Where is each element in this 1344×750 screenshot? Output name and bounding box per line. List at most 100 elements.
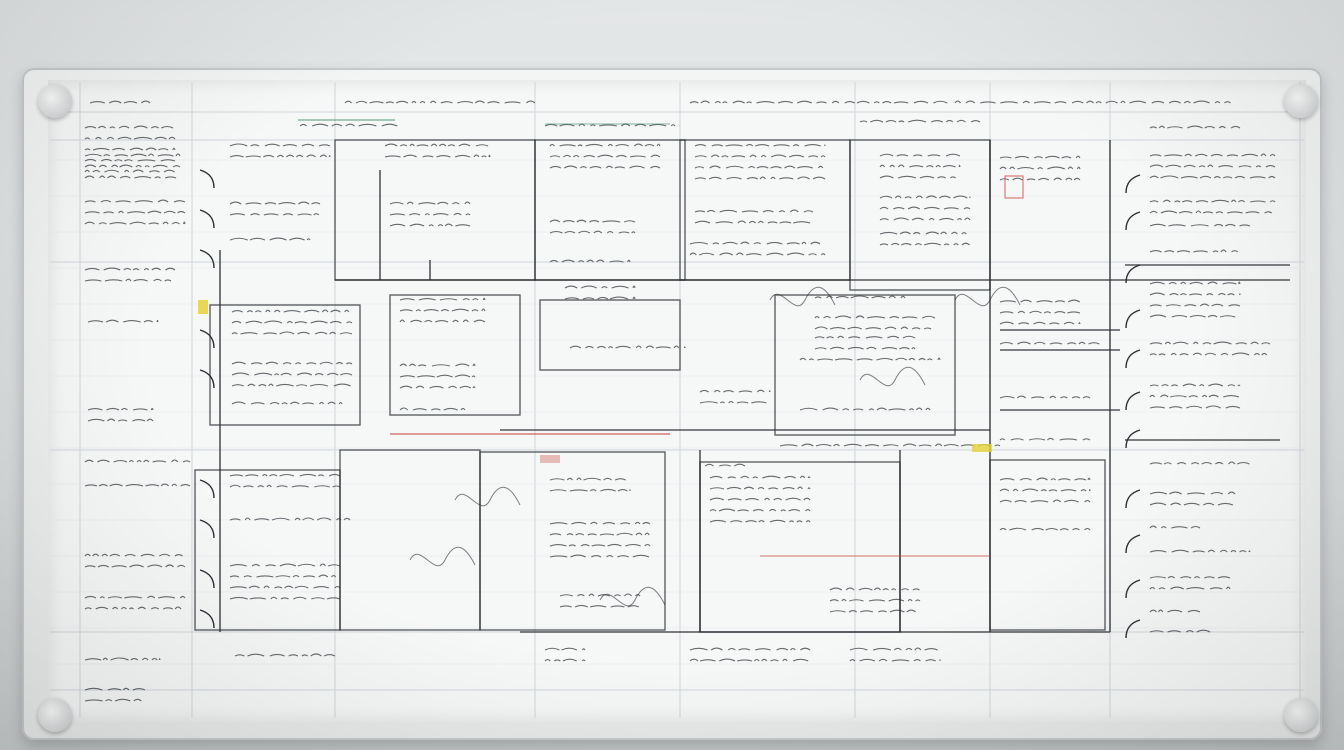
- handwriting-scribble: [1225, 405, 1241, 409]
- handwriting-scribble: [103, 211, 114, 214]
- handwriting-scribble: [949, 176, 957, 179]
- handwriting-scribble: [148, 170, 160, 173]
- handwriting-scribble: [1033, 321, 1046, 325]
- handwriting-scribble: [172, 165, 181, 168]
- handwriting-scribble: [549, 155, 561, 158]
- handwriting-scribble: [602, 220, 621, 223]
- handwriting-scribble: [562, 658, 577, 662]
- handwriting-scribble: [269, 653, 285, 657]
- handwriting-scribble: [713, 389, 721, 393]
- handwriting-scribble: [385, 101, 394, 104]
- handwriting-scribble: [629, 165, 645, 169]
- handwriting-scribble: [1078, 322, 1081, 325]
- handwriting-scribble: [925, 231, 939, 235]
- handwriting-scribble: [785, 497, 801, 501]
- handwriting-scribble: [623, 593, 633, 597]
- handwriting-scribble: [718, 508, 736, 512]
- handwriting-scribble: [1184, 304, 1197, 307]
- handwriting-scribble: [1181, 200, 1193, 203]
- handwriting-scribble: [942, 165, 956, 168]
- handwriting-scribble: [770, 659, 779, 662]
- handwriting-scribble: [107, 596, 123, 599]
- handwriting-scribble: [709, 487, 725, 490]
- handwriting-scribble: [264, 320, 283, 324]
- handwriting-scribble: [399, 407, 409, 411]
- handwriting-scribble: [608, 346, 614, 349]
- handwriting-scribble: [296, 372, 313, 376]
- handwriting-scribble: [247, 653, 265, 657]
- handwriting-scribble: [761, 658, 768, 662]
- handwriting-scribble: [151, 657, 158, 661]
- handwriting-scribble: [756, 389, 765, 393]
- handwriting-scribble: [790, 647, 796, 651]
- handwriting-scribble: [111, 565, 127, 568]
- handwriting-scribble: [807, 476, 811, 479]
- handwriting-scribble: [107, 418, 116, 422]
- handwriting-scribble: [1214, 223, 1224, 227]
- handwriting-scribble: [748, 166, 756, 169]
- handwriting-scribble: [1058, 478, 1071, 481]
- handwriting-scribble: [1185, 630, 1194, 633]
- handwriting-scribble: [841, 598, 847, 602]
- handwriting-scribble: [1149, 462, 1162, 465]
- handwriting-scribble: [84, 221, 95, 225]
- handwriting-scribble: [109, 222, 127, 225]
- handwriting-scribble: [568, 544, 576, 547]
- handwriting-scribble: [280, 597, 289, 600]
- handwriting-scribble: [837, 335, 845, 339]
- handwriting-scribble: [229, 596, 248, 600]
- handwriting-scribble: [823, 315, 831, 319]
- handwriting-scribble: [1186, 405, 1203, 409]
- handwriting-scribble: [596, 259, 605, 263]
- handwriting-scribble: [108, 100, 122, 104]
- handwriting-scribble: [1149, 223, 1166, 227]
- handwriting-scribble: [440, 101, 453, 104]
- handwriting-scribble: [769, 508, 777, 512]
- handwriting-scribble: [291, 485, 309, 488]
- handwriting-scribble: [130, 153, 147, 157]
- handwriting-scribble: [306, 238, 311, 241]
- handwriting-scribble: [1204, 352, 1217, 356]
- handwriting-scribble: [1171, 314, 1188, 318]
- handwriting-scribble: [745, 498, 759, 501]
- handwriting-scribble: [229, 575, 240, 578]
- handwriting-scribble: [165, 267, 176, 271]
- handwriting-scribble: [999, 395, 1015, 399]
- handwriting-scribble: [266, 484, 272, 488]
- handwriting-scribble: [273, 309, 281, 313]
- handwriting-scribble: [633, 143, 643, 147]
- handwriting-scribble: [906, 609, 916, 613]
- handwriting-scribble: [570, 554, 586, 558]
- handwriting-scribble: [741, 210, 759, 213]
- handwriting-scribble: [174, 554, 183, 557]
- handwriting-scribble: [141, 657, 149, 661]
- handwriting-scribble: [826, 336, 834, 339]
- handwriting-scribble: [720, 401, 725, 404]
- handwriting-scribble: [1231, 250, 1239, 253]
- handwriting-scribble: [124, 596, 142, 599]
- handwriting-scribble: [1199, 303, 1210, 307]
- handwriting-scribble: [606, 555, 614, 558]
- handwriting-scribble: [415, 385, 425, 389]
- handwriting-scribble: [250, 144, 260, 147]
- handwriting-scribble: [1060, 396, 1068, 399]
- handwriting-scribble: [847, 326, 863, 330]
- handwriting-scribble: [901, 588, 909, 591]
- handwriting-scribble: [777, 100, 793, 104]
- handwriting-scribble: [792, 144, 800, 147]
- handwriting-scribble: [1036, 300, 1053, 303]
- handwriting-scribble: [1207, 549, 1216, 553]
- handwriting-scribble: [295, 362, 302, 365]
- handwriting-scribble: [581, 659, 586, 662]
- handwriting-scribble: [549, 143, 555, 147]
- handwriting-scribble: [323, 654, 336, 657]
- handwriting-scribble: [893, 207, 905, 210]
- handwriting-scribble: [1053, 177, 1062, 181]
- handwriting-scribble: [549, 230, 563, 234]
- handwriting-scribble: [919, 175, 935, 179]
- handwriting-scribble: [753, 242, 762, 245]
- handwriting-scribble: [130, 658, 139, 661]
- handwriting-scribble: [953, 195, 968, 199]
- handwriting-scribble: [914, 647, 922, 651]
- handwriting-scribble: [635, 532, 643, 536]
